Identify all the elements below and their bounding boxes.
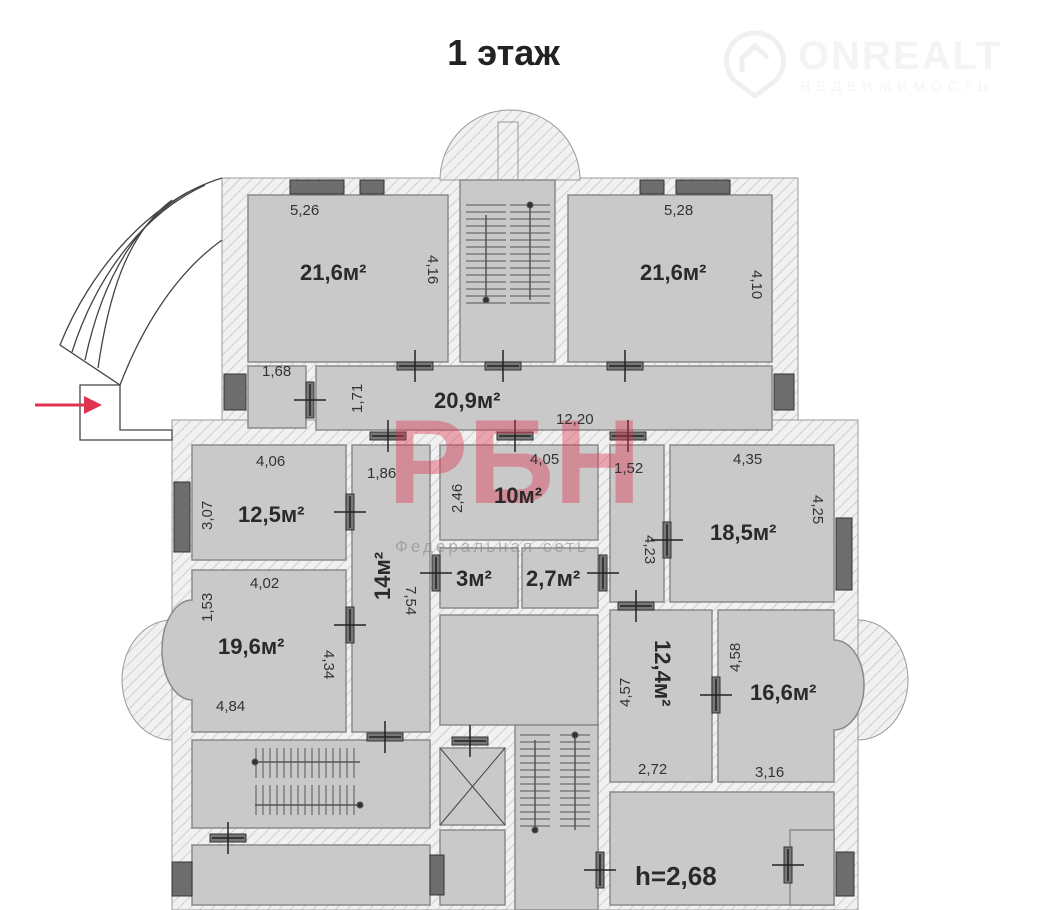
window bbox=[359, 179, 385, 195]
window bbox=[835, 851, 855, 897]
dimension-label: 5,28 bbox=[664, 202, 693, 219]
dimension-label: 4,02 bbox=[250, 575, 279, 592]
staircases bbox=[251, 201, 590, 834]
window bbox=[173, 481, 191, 553]
dimension-label: 4,05 bbox=[530, 451, 559, 468]
window bbox=[773, 373, 795, 411]
arrow-head-icon bbox=[482, 296, 490, 304]
room-area: 12,5м² bbox=[238, 502, 304, 527]
arrow-head-icon bbox=[571, 731, 579, 739]
arrow-head-icon bbox=[526, 201, 534, 209]
dimension-label: 1,86 bbox=[367, 465, 396, 482]
room-area: 18,5м² bbox=[710, 520, 776, 545]
arrow-head-icon bbox=[251, 758, 259, 766]
dimension-label: 4,16 bbox=[424, 255, 441, 284]
dimension-label: 4,58 bbox=[727, 643, 744, 672]
onrealt-logo: ONREALT НЕДВИЖИМОСТЬ bbox=[720, 28, 1040, 98]
window bbox=[639, 179, 665, 195]
dimension-label: 4,06 bbox=[256, 453, 285, 470]
house-pin-icon bbox=[724, 30, 786, 98]
entrance-arrow bbox=[35, 396, 102, 414]
room-area: 12,4м² bbox=[650, 640, 675, 706]
dimension-label: 4,34 bbox=[320, 650, 337, 679]
watermark-mark: РБН bbox=[388, 395, 641, 529]
dimensions: 5,26 4,16 1,68 5,28 4,10 1,71 12,20 4,06… bbox=[199, 202, 826, 781]
logo-name: ONREALT bbox=[798, 34, 1003, 78]
arrow-head-icon bbox=[531, 826, 539, 834]
rooms bbox=[161, 179, 865, 910]
dimension-label: 12,20 bbox=[556, 411, 594, 428]
window bbox=[171, 861, 193, 897]
watermark-caption: Федеральная сеть bbox=[395, 537, 589, 556]
dimension-label: 2,46 bbox=[449, 484, 466, 513]
dimension-label: 4,35 bbox=[733, 451, 762, 468]
room-area: 14м² bbox=[370, 552, 395, 600]
dimension-label: 4,23 bbox=[641, 535, 658, 564]
window bbox=[223, 373, 247, 411]
room-area: 16,6м² bbox=[750, 680, 816, 705]
dimension-label: 3,07 bbox=[199, 501, 216, 530]
room-area: 10м² bbox=[494, 483, 542, 508]
logo-tagline: НЕДВИЖИМОСТЬ bbox=[800, 78, 994, 94]
doors-and-windows bbox=[171, 179, 855, 897]
dimension-label: 1,71 bbox=[349, 384, 366, 413]
window bbox=[429, 854, 445, 896]
dimension-label: 1,53 bbox=[199, 593, 216, 622]
dimension-label: 1,68 bbox=[262, 363, 291, 380]
dimension-label: 4,84 bbox=[216, 698, 245, 715]
window bbox=[835, 517, 853, 591]
room-area: 19,6м² bbox=[218, 634, 284, 659]
dimension-label: 4,10 bbox=[748, 270, 765, 299]
window bbox=[289, 179, 345, 195]
dimension-label: 3,16 bbox=[755, 764, 784, 781]
room-area: 2,7м² bbox=[526, 566, 580, 591]
dimension-label: 4,57 bbox=[617, 678, 634, 707]
room-area: 3м² bbox=[456, 566, 492, 591]
room-area: 20,9м² bbox=[434, 388, 500, 413]
dimension-label: 5,26 bbox=[290, 202, 319, 219]
window bbox=[675, 179, 731, 195]
floor-title: 1 этаж bbox=[447, 32, 560, 73]
dimension-label: 4,25 bbox=[809, 495, 826, 524]
dimension-label: 1,52 bbox=[614, 460, 643, 477]
ceiling-height: h=2,68 bbox=[635, 861, 717, 891]
entrance-stairs bbox=[59, 177, 223, 441]
dimension-label: 7,54 bbox=[402, 586, 419, 615]
arrow-head-icon bbox=[356, 801, 364, 809]
room-area: 21,6м² bbox=[640, 260, 706, 285]
room-area: 21,6м² bbox=[300, 260, 366, 285]
dimension-label: 2,72 bbox=[638, 761, 667, 778]
